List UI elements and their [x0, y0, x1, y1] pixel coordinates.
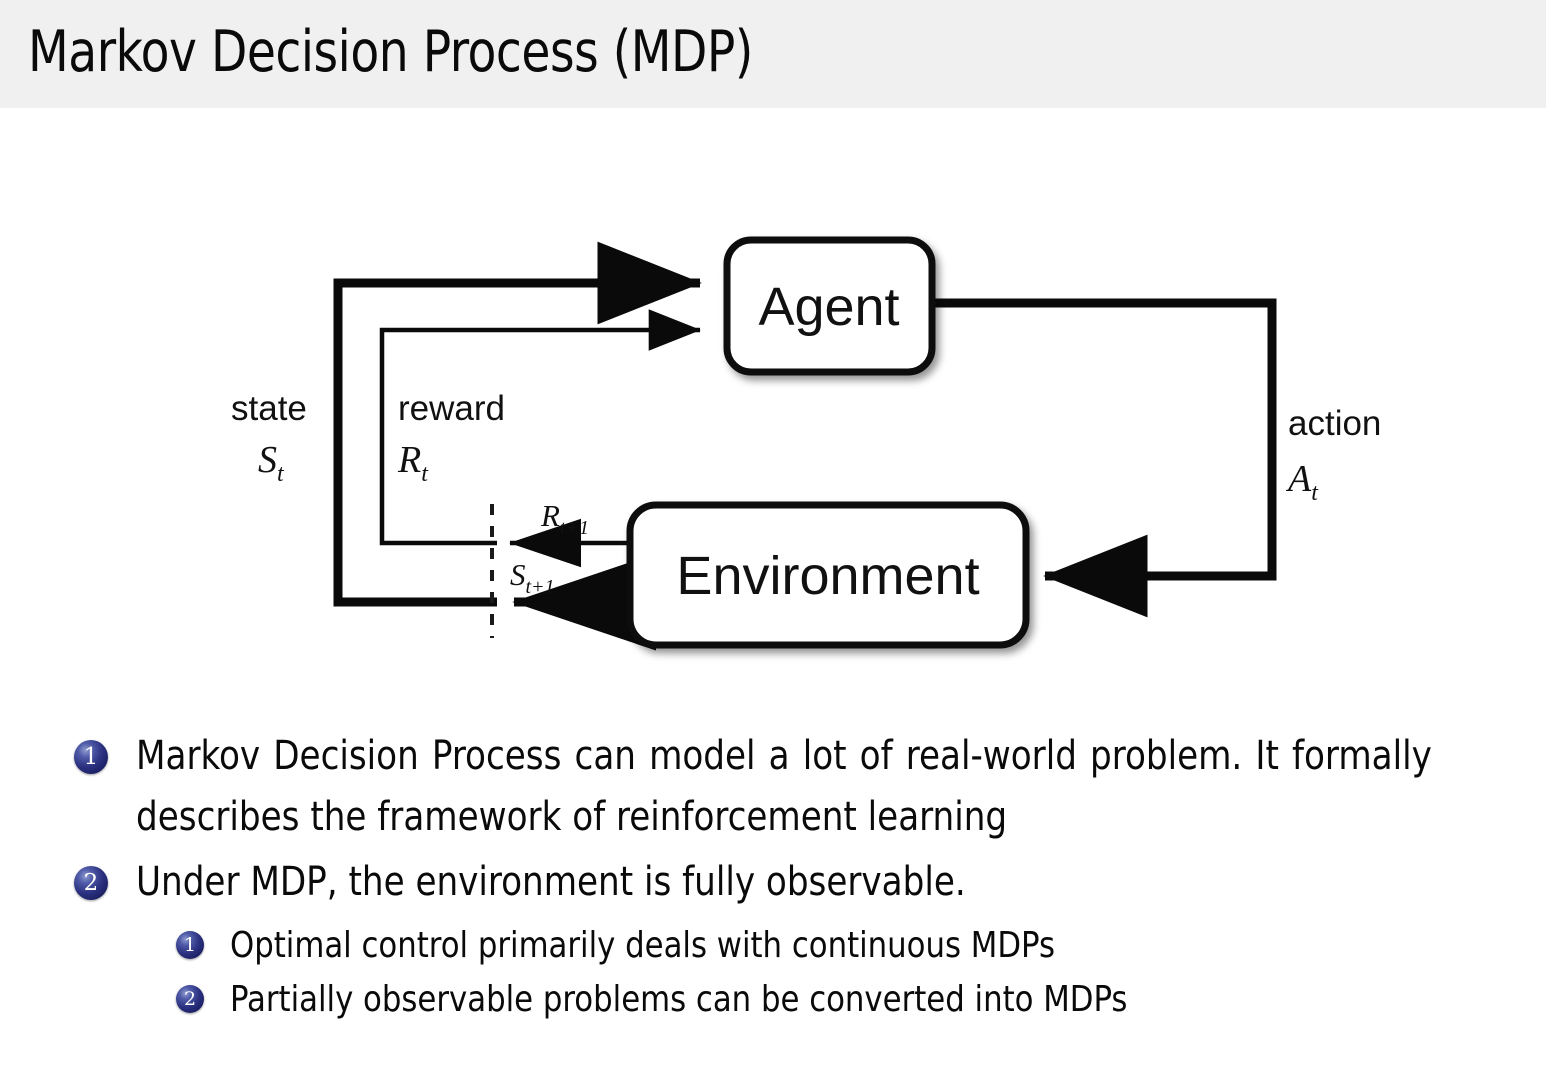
- mdp-diagram: Agent Environment state St reward Rt act…: [0, 120, 1546, 710]
- bullet-list: 1 Markov Decision Process can model a lo…: [0, 726, 1546, 1030]
- reward-label-word: reward: [398, 389, 505, 428]
- sub-list-item-text: Optimal control primarily deals with con…: [230, 925, 1056, 966]
- state-next-label: St+1: [510, 557, 555, 598]
- page-title: Markov Decision Process (MDP): [28, 19, 753, 85]
- bullet-marker-2: 2: [74, 866, 108, 900]
- sub-bullet-marker-2: 2: [176, 985, 204, 1013]
- sub-list-item: 1 Optimal control primarily deals with c…: [170, 919, 1500, 972]
- sub-list-item: 2 Partially observable problems can be c…: [170, 973, 1500, 1026]
- list-item: 2 Under MDP, the environment is fully ob…: [0, 852, 1546, 1026]
- bullet-marker-1: 1: [74, 740, 108, 774]
- reward-feedback-arrow: [379, 309, 701, 546]
- reward-next-label: Rt+1: [540, 498, 589, 539]
- list-item: 1 Markov Decision Process can model a lo…: [0, 726, 1546, 848]
- environment-box: Environment: [626, 501, 1030, 649]
- sub-list-item-text: Partially observable problems can be con…: [230, 979, 1128, 1020]
- agent-box-label: Agent: [758, 277, 899, 337]
- sub-bullet-marker-1: 1: [176, 931, 204, 959]
- agent-box: Agent: [723, 236, 936, 376]
- list-item-text: Under MDP, the environment is fully obse…: [136, 859, 966, 905]
- list-item-text: Markov Decision Process can model a lot …: [136, 733, 1432, 840]
- sub-bullet-list: 1 Optimal control primarily deals with c…: [136, 919, 1500, 1026]
- reward-label-symbol: Rt: [397, 439, 429, 487]
- state-feedback-arrow: [333, 241, 702, 607]
- action-arrow: [925, 298, 1277, 618]
- slide-header-band: Markov Decision Process (MDP): [0, 0, 1546, 108]
- state-label-word: state: [231, 389, 307, 428]
- action-label-symbol: At: [1285, 458, 1319, 506]
- environment-box-label: Environment: [676, 546, 979, 606]
- state-label-symbol: St: [258, 439, 285, 487]
- action-label-word: action: [1288, 404, 1381, 443]
